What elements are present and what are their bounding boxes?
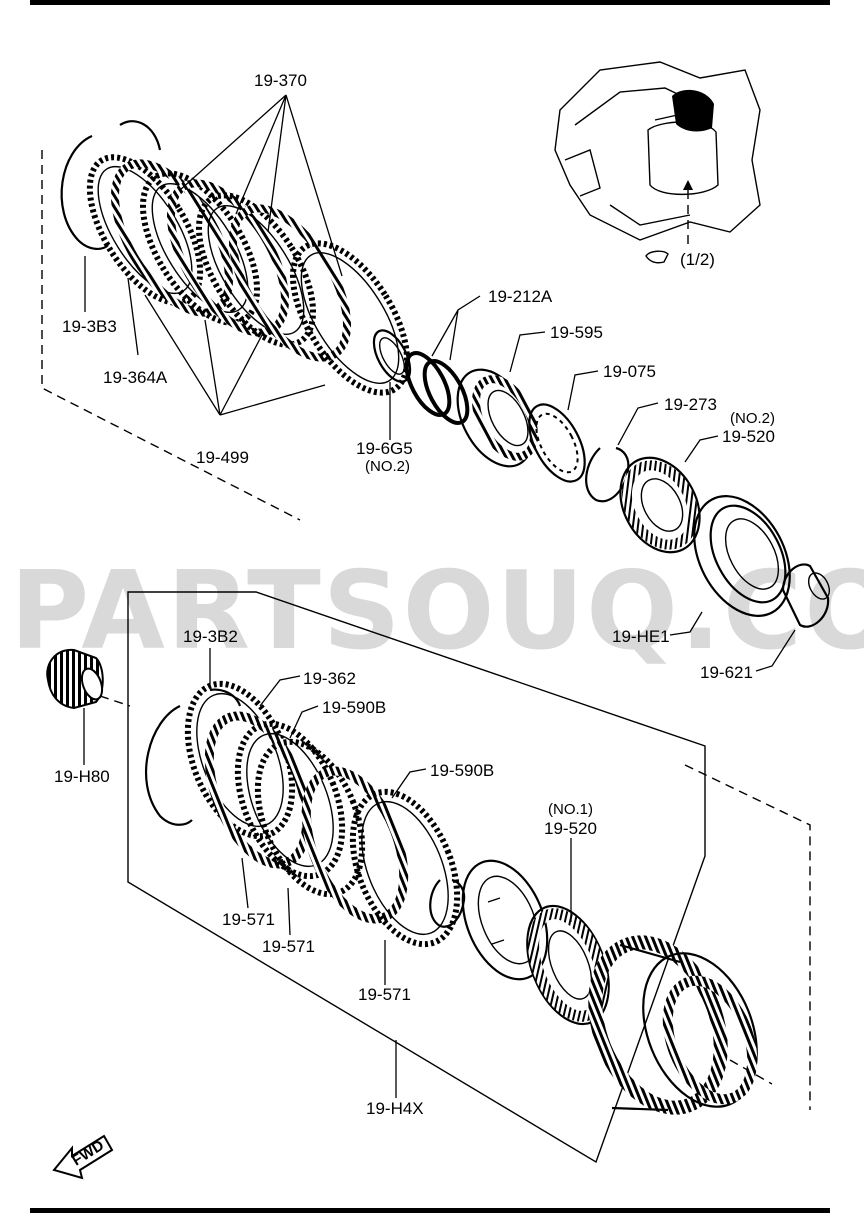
- label-19-520-bot[interactable]: 19-520: [544, 819, 597, 838]
- label-19-520-bot-note: (NO.1): [548, 801, 593, 818]
- snap-ring-3b2[interactable]: [144, 688, 242, 826]
- thrust-washer-6g5[interactable]: [366, 325, 417, 388]
- label-19-h4x[interactable]: 19-H4X: [366, 1099, 424, 1118]
- top-rule: [30, 0, 830, 5]
- label-19-3b2[interactable]: 19-3B2: [183, 627, 238, 646]
- lower-frame-dash: [684, 764, 811, 1110]
- label-19-370[interactable]: 19-370: [254, 71, 307, 90]
- label-19-590b-b[interactable]: 19-590B: [430, 761, 494, 780]
- locator-reference[interactable]: (1/2): [645, 250, 715, 269]
- bushing-621[interactable]: [781, 563, 834, 628]
- part-labels: 19-370 19-3B3 19-364A 19-499 19-6G5 (NO.…: [54, 71, 775, 1118]
- locator-ref-label: (1/2): [680, 250, 715, 269]
- pointing-hand-icon: [645, 250, 669, 264]
- leader-lines: [83, 94, 796, 1098]
- lower-frame: [127, 591, 706, 1164]
- label-19-273[interactable]: 19-273: [664, 395, 717, 414]
- retainer-075[interactable]: [518, 396, 596, 491]
- bearing-520-no2[interactable]: [605, 444, 716, 566]
- transmission-locator-sketch: [554, 61, 761, 246]
- bottom-rule: [30, 1208, 830, 1213]
- label-19-571-b[interactable]: 19-571: [262, 937, 315, 956]
- spline-hub-h80[interactable]: [46, 648, 106, 710]
- piston-lower[interactable]: [447, 848, 564, 991]
- one-way-clutch-595[interactable]: [442, 357, 547, 479]
- label-19-499[interactable]: 19-499: [196, 448, 249, 467]
- label-19-6g5-note: (NO.2): [365, 458, 410, 475]
- label-19-362[interactable]: 19-362: [303, 669, 356, 688]
- label-19-520-top[interactable]: 19-520: [722, 427, 775, 446]
- watermark: PARTSOUQ.COM: [10, 549, 864, 674]
- label-19-595[interactable]: 19-595: [550, 323, 603, 342]
- label-19-212a[interactable]: 19-212A: [488, 287, 553, 306]
- snap-ring-lower[interactable]: [429, 878, 466, 928]
- label-19-h80[interactable]: 19-H80: [54, 767, 110, 786]
- drum-he1[interactable]: [675, 480, 809, 632]
- label-19-590b-a[interactable]: 19-590B: [322, 698, 386, 717]
- label-19-621[interactable]: 19-621: [700, 663, 753, 682]
- seal-rings-212a[interactable]: [398, 346, 476, 429]
- snap-ring-273[interactable]: [585, 446, 630, 503]
- label-19-075[interactable]: 19-075: [603, 362, 656, 381]
- shaft-dash: [99, 695, 131, 707]
- label-19-571-a[interactable]: 19-571: [222, 910, 275, 929]
- label-19-571-c[interactable]: 19-571: [358, 985, 411, 1004]
- label-19-520-top-note: (NO.2): [730, 410, 775, 427]
- label-19-he1[interactable]: 19-HE1: [612, 627, 670, 646]
- snap-ring-3b3[interactable]: [60, 120, 162, 250]
- axis-dash: [729, 1059, 773, 1085]
- label-19-364a[interactable]: 19-364A: [103, 368, 168, 387]
- upper-frame-left: [41, 150, 301, 521]
- forward-arrow-icon: FWD: [52, 1134, 114, 1180]
- clutch-drum[interactable]: [572, 924, 778, 1127]
- label-19-3b3[interactable]: 19-3B3: [62, 317, 117, 336]
- label-19-6g5[interactable]: 19-6G5: [356, 439, 413, 458]
